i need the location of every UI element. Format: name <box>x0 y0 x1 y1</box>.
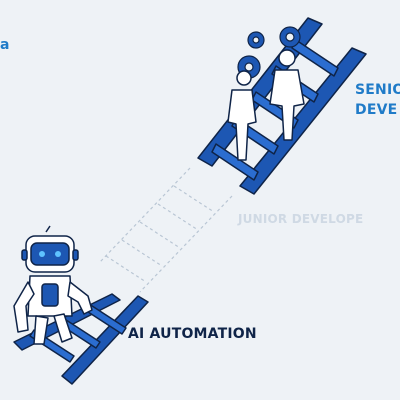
gear-icon <box>237 26 301 79</box>
senior-label-line1: SENIO <box>355 82 400 98</box>
person-icon <box>227 49 305 161</box>
senior-label-line2: DEVE <box>355 102 398 118</box>
ai-automation-label: AI AUTOMATION <box>128 326 257 342</box>
robot-icon <box>13 225 93 345</box>
corner-label: a <box>0 37 10 53</box>
junior-ladder <box>99 167 233 293</box>
senior-developer-label: SENIO DEVE <box>355 80 400 120</box>
junior-developer-label: JUNIOR DEVELOPE <box>238 212 364 226</box>
